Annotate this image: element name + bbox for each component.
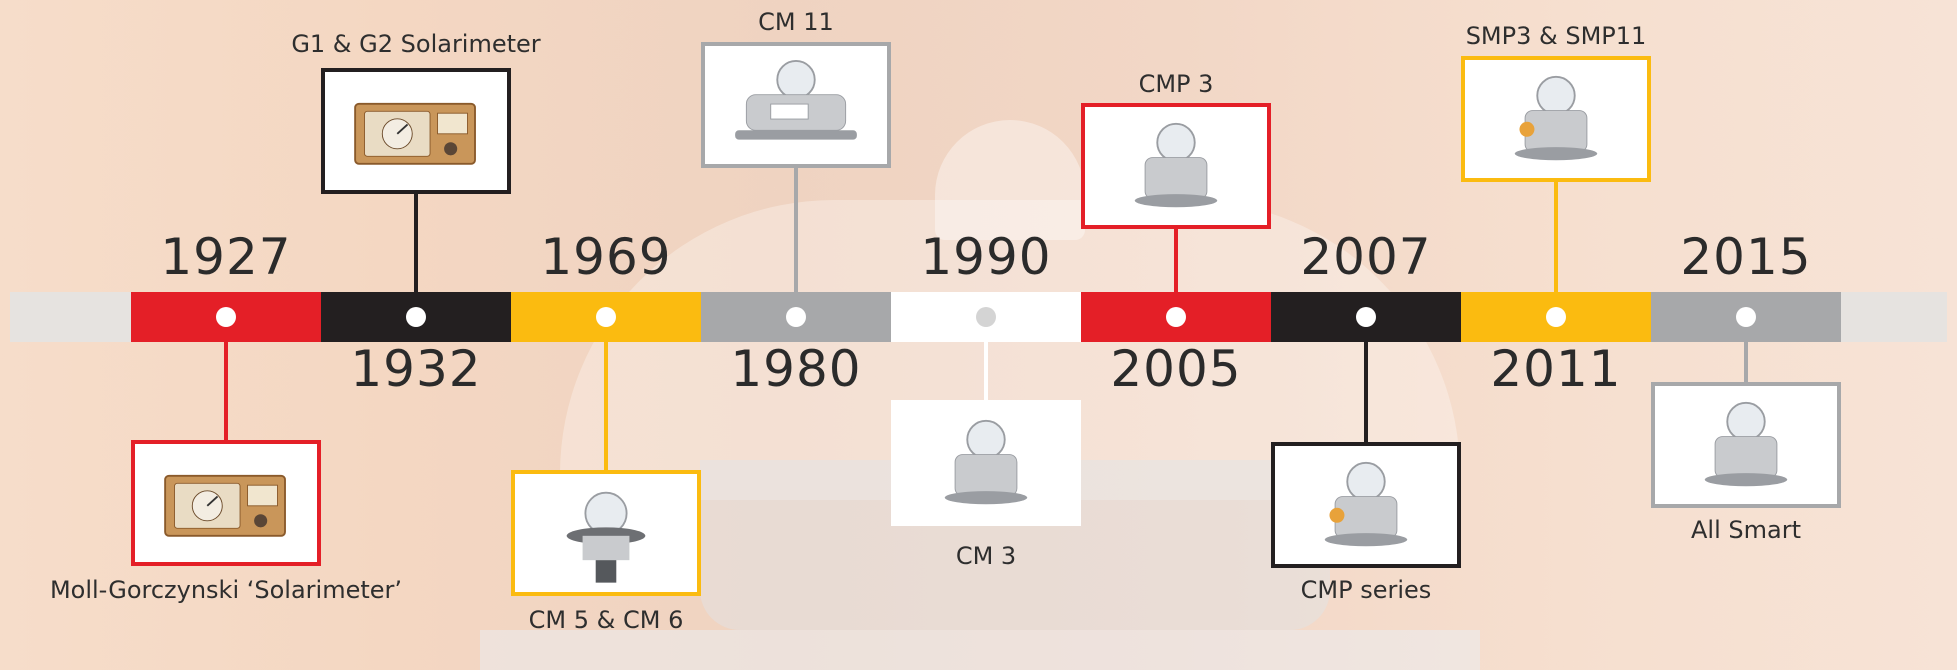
connector-line — [984, 342, 988, 400]
product-photo-frame — [131, 440, 321, 566]
track-right-end — [1834, 292, 1947, 342]
product-photo-frame — [891, 400, 1081, 526]
product-caption: CM 5 & CM 6 — [528, 606, 684, 634]
year-label-2011: 2011 — [1490, 340, 1622, 398]
product-caption: SMP3 & SMP11 — [1465, 22, 1647, 50]
product-photo-frame — [1651, 382, 1841, 508]
timeline-dot — [596, 307, 616, 327]
pyranometer-with-feet-icon — [1134, 122, 1218, 208]
wooden-solarimeter-case-icon — [164, 474, 286, 537]
year-label-1927: 1927 — [160, 228, 292, 286]
connector-line — [794, 168, 798, 292]
product-photo-frame — [321, 68, 511, 194]
timeline-dot — [1356, 307, 1376, 327]
connector-line — [1554, 182, 1558, 292]
background-pyranometer-dome — [935, 120, 1085, 240]
timeline-dot — [216, 307, 236, 327]
timeline-dot — [1546, 307, 1566, 327]
year-label-1932: 1932 — [350, 340, 482, 398]
product-photo-frame — [1271, 442, 1461, 568]
dome-pyranometer-on-stand-icon — [566, 491, 646, 583]
connector-line — [1174, 229, 1178, 292]
pyranometer-with-level-icon — [1324, 461, 1408, 547]
connector-line — [1364, 342, 1368, 442]
smart-pyranometer-icon — [1514, 75, 1598, 161]
product-caption: CM 3 — [955, 542, 1017, 570]
product-caption: G1 & G2 Solarimeter — [291, 30, 541, 58]
connector-line — [1744, 342, 1748, 382]
background-pyranometer-base — [480, 630, 1480, 670]
year-label-1990: 1990 — [920, 228, 1052, 286]
product-photo-frame — [511, 470, 701, 596]
year-label-1969: 1969 — [540, 228, 672, 286]
connector-line — [604, 342, 608, 470]
connector-line — [224, 342, 228, 440]
timeline-dot — [1166, 307, 1186, 327]
pyranometer-with-base-plate-icon — [735, 60, 857, 140]
year-label-2005: 2005 — [1110, 340, 1242, 398]
product-photo-frame — [701, 42, 891, 168]
product-caption: All Smart — [1691, 516, 1801, 544]
track-left-end — [10, 292, 131, 342]
product-caption: CMP series — [1300, 576, 1432, 604]
timeline-dot — [1736, 307, 1756, 327]
product-photo-frame — [1081, 103, 1271, 229]
timeline-dot — [976, 307, 996, 327]
year-label-2007: 2007 — [1300, 228, 1432, 286]
compact-pyranometer-icon — [944, 419, 1028, 505]
timeline-dot — [786, 307, 806, 327]
product-caption: Moll-Gorczynski ‘Solarimeter’ — [49, 576, 403, 604]
product-caption: CM 11 — [758, 8, 834, 36]
timeline-dot — [406, 307, 426, 327]
product-caption: CMP 3 — [1138, 70, 1214, 98]
wooden-solarimeter-box-icon — [354, 102, 476, 165]
connector-line — [414, 194, 418, 292]
year-label-1980: 1980 — [730, 340, 862, 398]
year-label-2015: 2015 — [1680, 228, 1812, 286]
smart-pyranometer-series-icon — [1704, 401, 1788, 487]
product-photo-frame — [1461, 56, 1651, 182]
